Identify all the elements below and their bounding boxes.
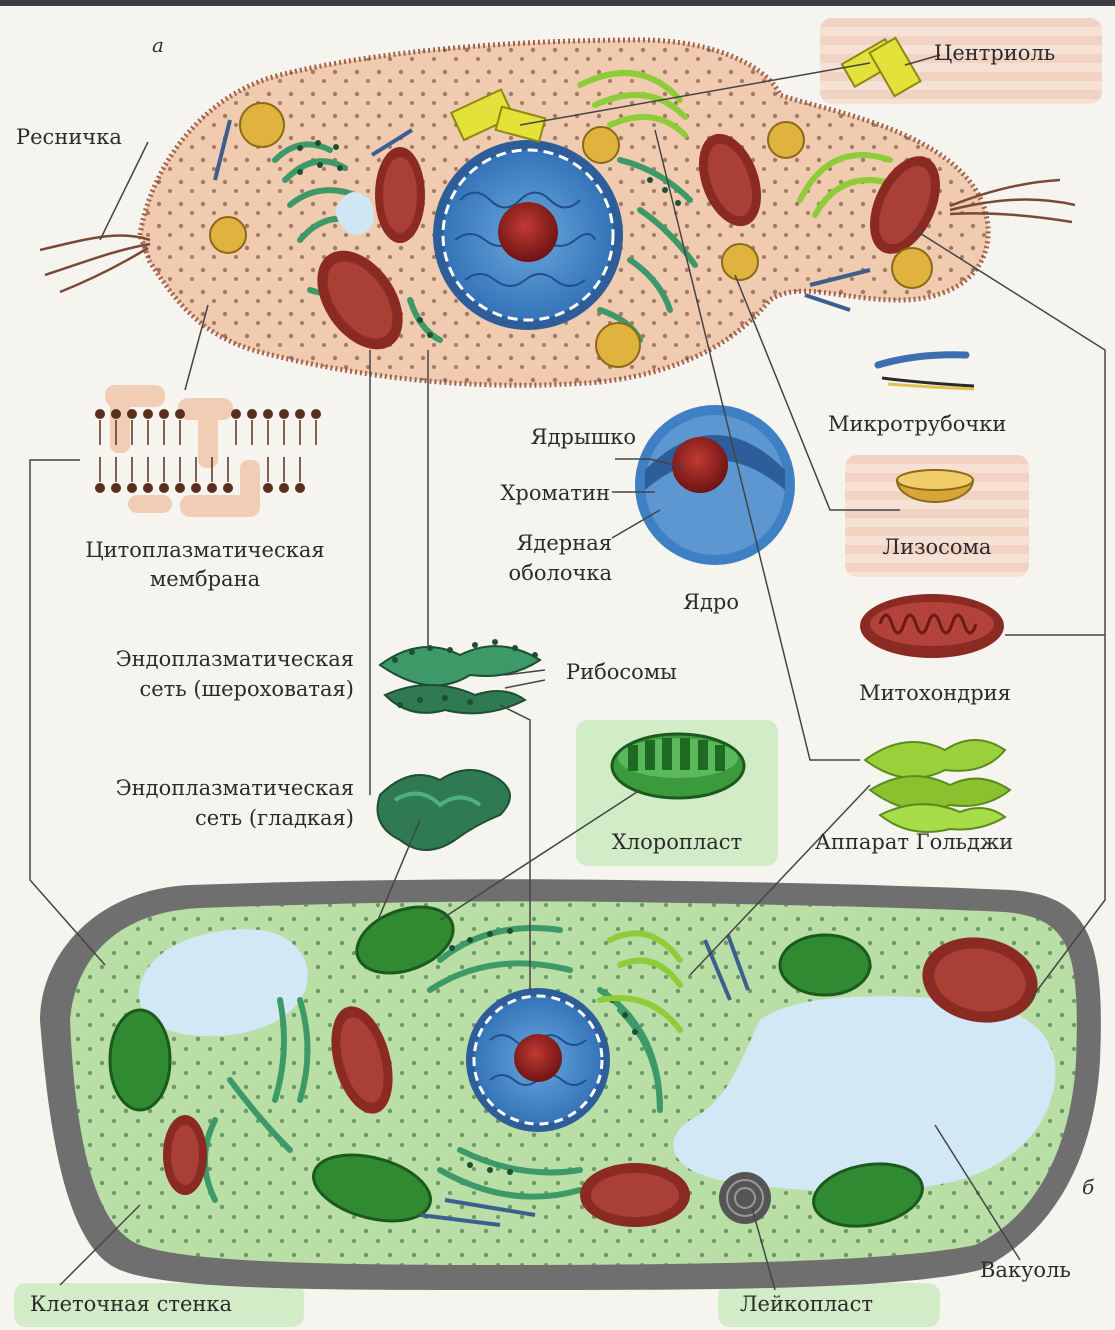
- membrane-illustration: [95, 385, 321, 517]
- plant-leucoplast: [719, 1172, 771, 1224]
- label-nucleolus: Ядрышко: [470, 425, 636, 450]
- label-chromatin: Хроматин: [440, 481, 610, 506]
- label-membrane-2: мембрана: [40, 567, 370, 592]
- cilia-left: [40, 235, 150, 292]
- label-rough-er-2: сеть (шероховатая): [20, 677, 354, 702]
- animal-nucleus: [433, 140, 623, 330]
- label-cilium: Ресничка: [16, 125, 122, 150]
- label-microtubules: Микротрубочки: [828, 412, 1006, 437]
- label-nuclear-envelope-2: оболочка: [440, 561, 612, 586]
- label-rough-er-1: Эндоплазматическая: [20, 647, 354, 672]
- lysosome-illustration: [897, 470, 973, 502]
- smooth-er-illustration: [378, 770, 511, 850]
- label-nuclear-envelope-1: Ядерная: [440, 531, 612, 556]
- label-nucleus: Ядро: [683, 590, 739, 615]
- mitochondrion-illustration: [860, 594, 1004, 658]
- golgi-illustration: [865, 740, 1010, 832]
- rough-er-illustration: [380, 639, 540, 713]
- label-membrane-1: Цитоплазматическая: [40, 538, 370, 563]
- animal-cell: [40, 40, 1075, 385]
- label-lysosome: Лизосома: [845, 535, 1029, 560]
- label-smooth-er-2: сеть (гладкая): [20, 806, 354, 831]
- label-smooth-er-1: Эндоплазматическая: [20, 776, 354, 801]
- plant-cell: [40, 879, 1101, 1290]
- label-ribosomes: Рибосомы: [566, 660, 677, 685]
- chloroplast-illustration: [612, 734, 744, 798]
- label-cell-wall: Клеточная стенка: [30, 1292, 232, 1317]
- plant-nucleus: [466, 988, 610, 1132]
- centriole-illustration: [842, 38, 921, 96]
- nucleus-illustration: [635, 405, 795, 565]
- label-golgi: Аппарат Гольджи: [815, 830, 1013, 855]
- label-vacuole: Вакуоль: [980, 1258, 1071, 1283]
- label-centriole: Центриоль: [934, 41, 1055, 66]
- label-chloroplast: Хлоропласт: [576, 830, 778, 855]
- panel-label-animal: а: [152, 33, 164, 58]
- panel-label-plant: б: [1082, 1175, 1094, 1200]
- label-leucoplast: Лейкопласт: [740, 1292, 873, 1317]
- microtubules-illustration: [878, 355, 974, 389]
- label-mitochondrion: Митохондрия: [830, 681, 1040, 706]
